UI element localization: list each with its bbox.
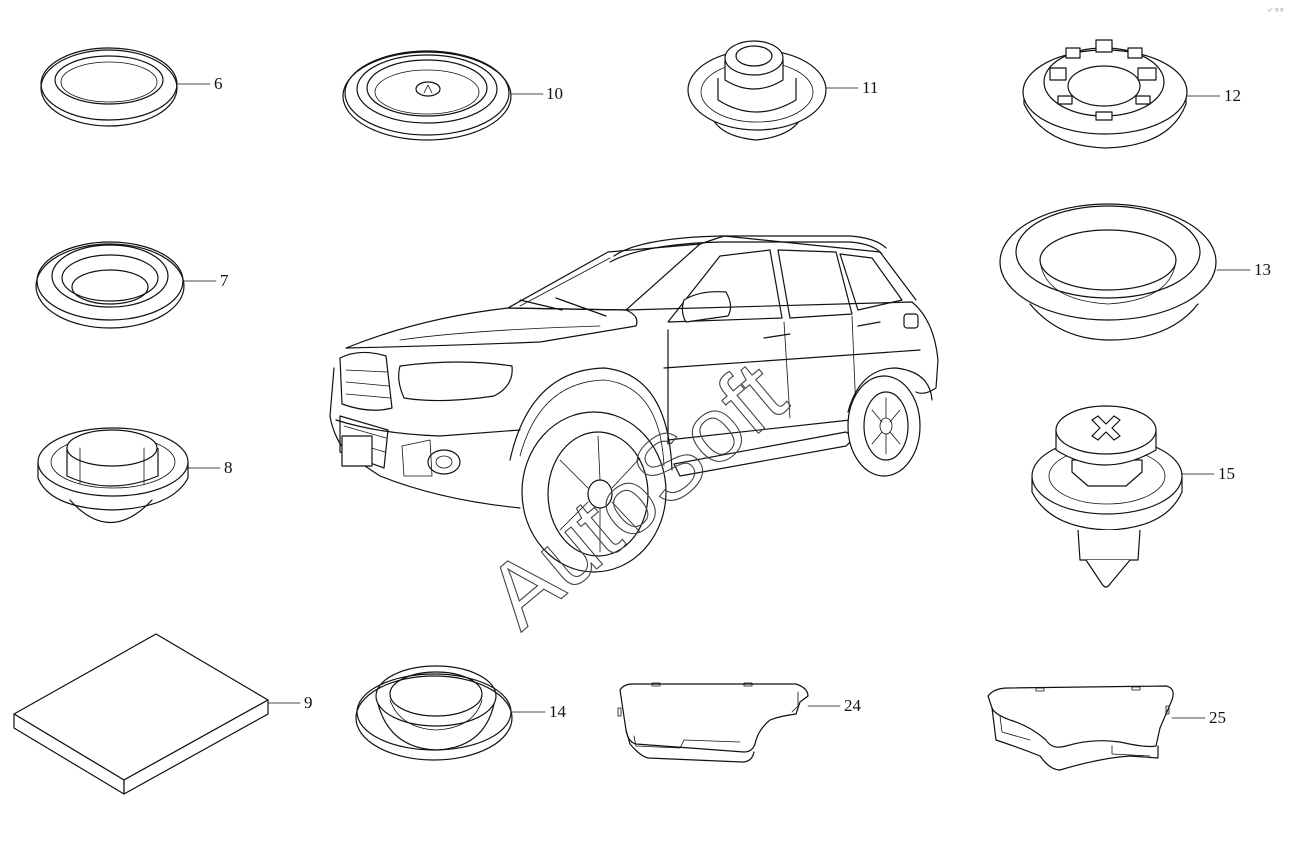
- part-15-push-clip: [1031, 405, 1183, 588]
- part-11-stem-grommet: [687, 40, 827, 141]
- part-13-cup-grommet: [999, 203, 1217, 341]
- svg-text:13: 13: [1254, 260, 1271, 279]
- callout-15: 15: [1181, 464, 1235, 483]
- callout-13: 13: [1216, 260, 1271, 279]
- callout-9: 9: [267, 693, 313, 712]
- part-14-grommet: [355, 665, 513, 761]
- callout-25: 25: [1171, 708, 1226, 727]
- callout-14: 14: [511, 702, 567, 721]
- callout-11: 11: [825, 78, 878, 97]
- part-6-plug: [40, 47, 178, 127]
- callout-10: 10: [510, 84, 563, 103]
- callout-7: 7: [183, 271, 229, 290]
- part-24-shaped-pad: [617, 682, 809, 763]
- callout-8: 8: [187, 458, 233, 477]
- svg-text:7: 7: [220, 271, 229, 290]
- svg-text:6: 6: [214, 74, 223, 93]
- svg-text:10: 10: [546, 84, 563, 103]
- part-7-grommet: [35, 241, 185, 329]
- svg-text:11: 11: [862, 78, 878, 97]
- svg-text:14: 14: [549, 702, 567, 721]
- part-8-cap-grommet: [37, 427, 189, 523]
- svg-text:25: 25: [1209, 708, 1226, 727]
- part-10-plug: [342, 50, 512, 141]
- watermark-text: AutoSoft: [468, 343, 804, 648]
- callout-6: 6: [177, 74, 223, 93]
- corner-mark: s² ®®: [1268, 7, 1284, 14]
- part-25-shaped-pad: [987, 685, 1174, 771]
- callout-24: 24: [807, 696, 862, 715]
- callout-12: 12: [1186, 86, 1241, 105]
- suv-vehicle-drawing: [329, 235, 939, 573]
- svg-text:12: 12: [1224, 86, 1241, 105]
- svg-text:15: 15: [1218, 464, 1235, 483]
- svg-text:8: 8: [224, 458, 233, 477]
- svg-text:24: 24: [844, 696, 862, 715]
- part-9-pad: [13, 633, 269, 795]
- part-12-castellated-grommet: [1022, 39, 1188, 149]
- svg-text:9: 9: [304, 693, 313, 712]
